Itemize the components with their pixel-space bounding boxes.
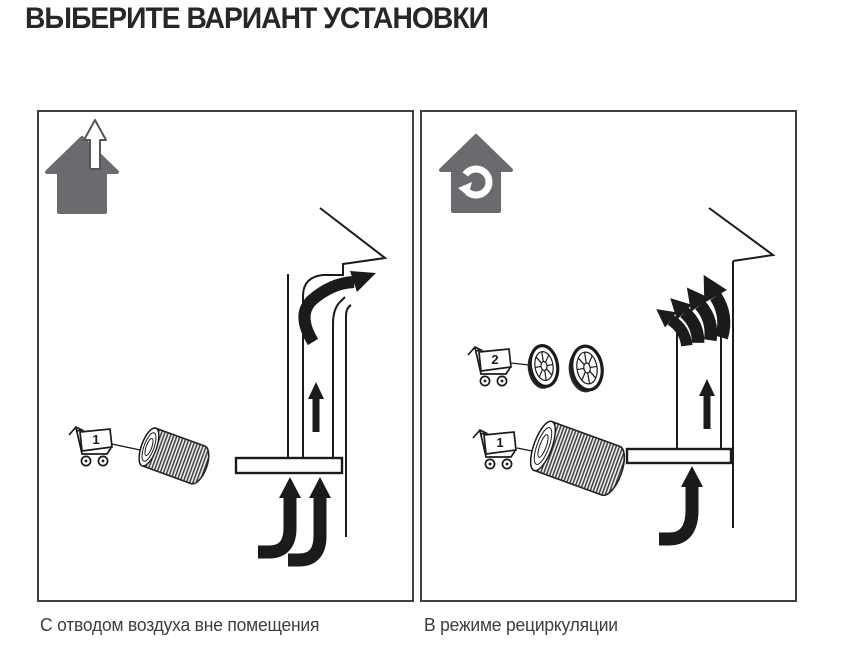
panel-recirculation: 2 — [420, 110, 797, 602]
up-arrow-icon — [83, 119, 107, 170]
wall-and-roof — [287, 207, 388, 537]
corrugated-duct-icon — [138, 427, 210, 485]
wall-and-roof — [708, 207, 776, 528]
recirculated-air-fan-arrows — [656, 274, 731, 347]
cart-item-link — [516, 447, 533, 452]
duct-outline — [302, 274, 346, 458]
exhaust-diagram: 1 — [45, 119, 388, 567]
cart-icon: 2 — [467, 345, 512, 387]
hood-body — [234, 456, 344, 475]
cart-item-link — [111, 443, 141, 451]
panel-exhaust-outside: 1 — [37, 110, 414, 602]
caption-exhaust-outside: С отводом воздуха вне помещения — [40, 615, 320, 635]
hood-body — [625, 447, 733, 465]
recirculation-diagram: 2 — [439, 134, 776, 546]
cart-number: 1 — [92, 432, 99, 447]
cart-icon: 1 — [472, 428, 517, 470]
page-title: ВЫБЕРИТЕ ВАРИАНТ УСТАНОВКИ — [25, 2, 489, 35]
cart-number: 2 — [491, 352, 498, 367]
cart-icon: 1 — [68, 425, 113, 467]
cart-number: 1 — [496, 435, 503, 450]
house-exhaust-icon — [45, 119, 119, 214]
caption-recirculation: В режиме рециркуляции — [424, 615, 618, 635]
cart-item-link — [510, 362, 530, 366]
airflow-arrows — [656, 274, 731, 546]
airflow-arrows — [258, 271, 376, 567]
carbon-filters-icon — [527, 344, 604, 393]
corrugated-duct-icon — [529, 420, 626, 497]
recirculation-arrow-icon — [458, 165, 493, 199]
house-recirculation-icon — [439, 134, 513, 213]
